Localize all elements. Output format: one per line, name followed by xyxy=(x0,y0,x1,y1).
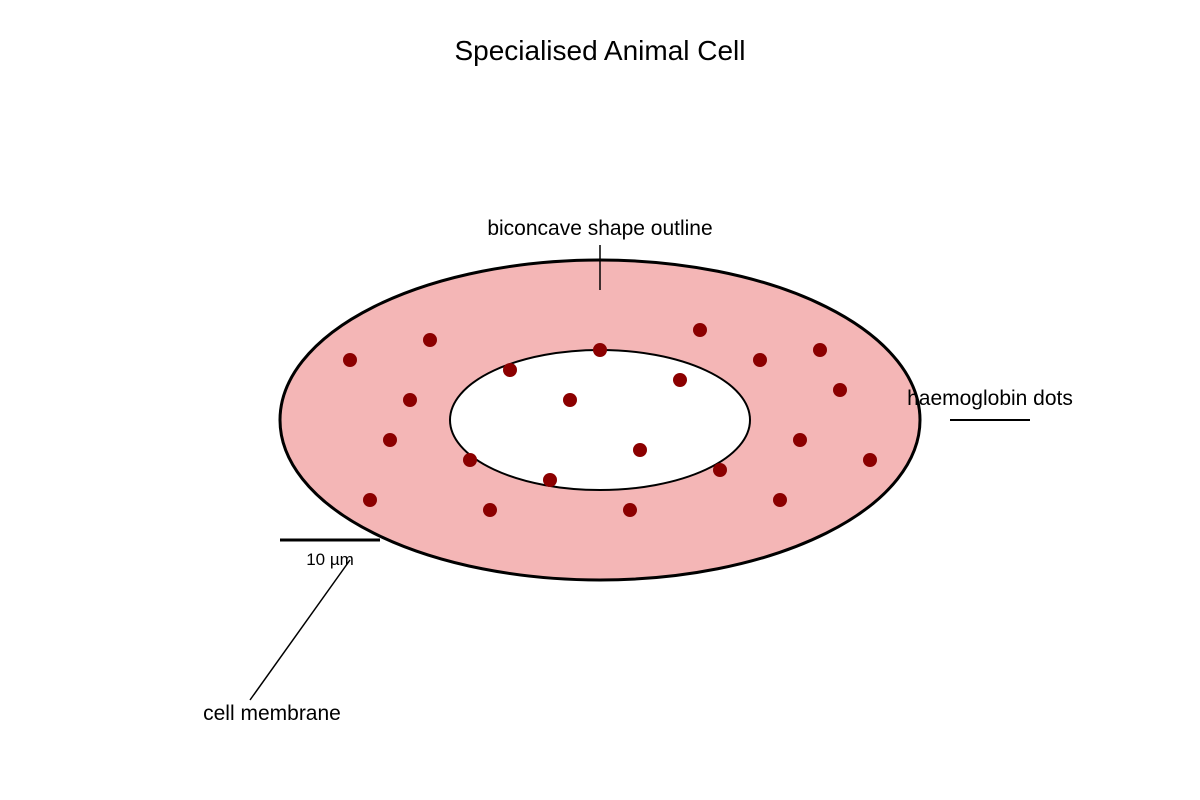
cell-central-pallor xyxy=(449,349,751,491)
haemoglobin-dot xyxy=(633,443,647,457)
haemoglobin-dot xyxy=(363,493,377,507)
haemoglobin-dot xyxy=(693,323,707,337)
haemoglobin-dot xyxy=(623,503,637,517)
scale-bar-label: 10 µm xyxy=(306,550,354,569)
haemoglobin-dot xyxy=(503,363,517,377)
haemoglobin-dot xyxy=(713,463,727,477)
haemoglobin-dot xyxy=(483,503,497,517)
haemoglobin-label: haemoglobin dots xyxy=(907,387,1073,410)
haemoglobin-dot xyxy=(813,343,827,357)
biconcave-label: biconcave shape outline xyxy=(487,217,712,240)
haemoglobin-dot xyxy=(833,383,847,397)
haemoglobin-dot xyxy=(593,343,607,357)
haemoglobin-dot xyxy=(383,433,397,447)
haemoglobin-dot xyxy=(423,333,437,347)
haemoglobin-dot xyxy=(863,453,877,467)
haemoglobin-dot xyxy=(563,393,577,407)
haemoglobin-dot xyxy=(403,393,417,407)
membrane-leader-line xyxy=(249,559,351,701)
haemoglobin-dot xyxy=(343,353,357,367)
diagram-title: Specialised Animal Cell xyxy=(454,35,745,66)
haemoglobin-dot xyxy=(673,373,687,387)
haemoglobin-dot xyxy=(543,473,557,487)
haemoglobin-dots-group xyxy=(343,323,877,517)
membrane-label: cell membrane xyxy=(203,702,341,725)
haemoglobin-dot xyxy=(773,493,787,507)
haemoglobin-dot xyxy=(463,453,477,467)
haemoglobin-dot xyxy=(793,433,807,447)
haemoglobin-dot xyxy=(753,353,767,367)
